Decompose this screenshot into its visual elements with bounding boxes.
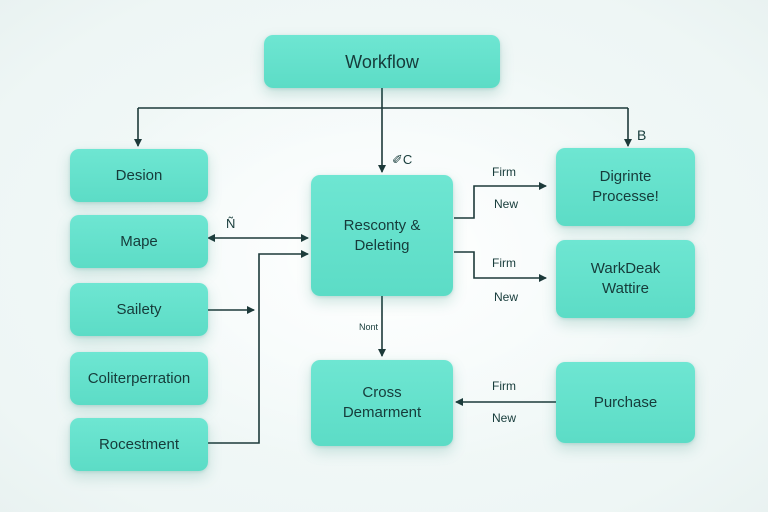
node-cross-demarment: Cross Demarment — [311, 360, 453, 446]
edge-label-rt-firm: Firm — [492, 165, 516, 179]
node-desion-label: Desion — [115, 166, 163, 184]
node-sailety: Sailety — [70, 283, 208, 336]
edge-label-rb-firm: Firm — [492, 379, 516, 393]
edge-label-rt-new: New — [494, 197, 519, 211]
node-mape: Mape — [70, 215, 208, 268]
node-right-mid-line1: WarkDeak — [590, 260, 661, 277]
node-digrinte-processe: Digrinte Processe! — [556, 148, 695, 226]
workflow-title-node: Workflow — [264, 35, 500, 88]
edge-label-center-mark: ✐C — [392, 152, 413, 167]
node-center-top-line1: Resconty & — [343, 216, 421, 234]
edge-label-b: B — [637, 127, 647, 143]
node-center-bottom-line1: Cross — [362, 384, 402, 401]
edge-label-down-mark: Nont — [359, 322, 379, 332]
edge-center-rightmid — [454, 251, 547, 282]
edge-rocestment-center — [208, 250, 309, 444]
node-coliterperration: Coliterperration — [70, 352, 208, 405]
edge-label-rm-new: New — [494, 290, 519, 304]
node-sailety-label: Sailety — [116, 300, 162, 318]
node-rocestment: Rocestment — [70, 418, 208, 471]
edge-label-rm-firm: Firm — [492, 256, 516, 270]
node-desion: Desion — [70, 149, 208, 202]
node-right-top-line2: Processe! — [592, 188, 659, 205]
node-rocestment-label: Rocestment — [98, 435, 180, 453]
node-purchase: Purchase — [556, 362, 695, 443]
node-mape-label: Mape — [120, 232, 158, 250]
edge-center-righttop — [454, 182, 547, 219]
edge-label-mape-mark: Ñ — [226, 216, 236, 231]
node-resconty-deleting: Resconty & Deleting — [311, 175, 453, 296]
workflow-title: Workflow — [345, 51, 419, 72]
node-right-mid-line2: Wattire — [602, 280, 649, 297]
node-right-top-line1: Digrinte — [599, 168, 652, 185]
node-coliterperration-label: Coliterperration — [87, 369, 191, 387]
edge-label-rb-new: New — [492, 411, 517, 425]
node-center-top-line2: Deleting — [354, 236, 410, 254]
node-warkdeak-wattire: WarkDeak Wattire — [556, 240, 695, 318]
node-center-bottom-line2: Demarment — [342, 404, 422, 421]
node-purchase-label: Purchase — [593, 393, 658, 411]
